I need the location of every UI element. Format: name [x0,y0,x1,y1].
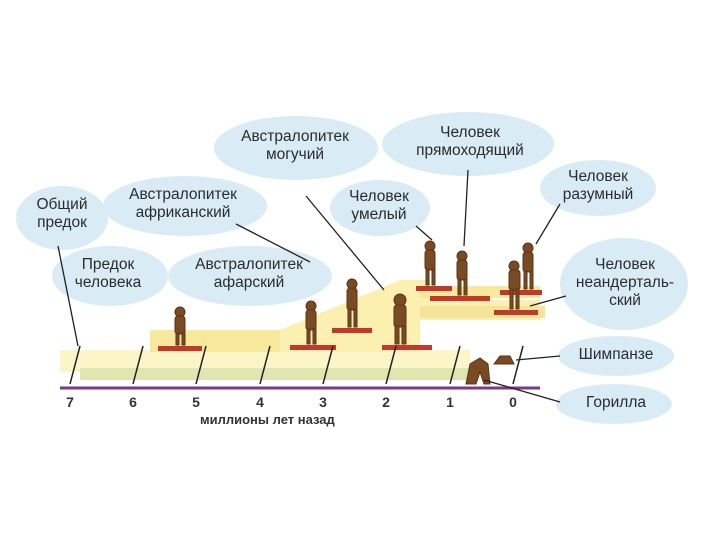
axis-tick-3: 3 [319,394,327,410]
label-neanderthal: Человек неандерталь- ский [575,256,675,309]
time-axis [60,345,540,390]
cloud-common-ancestor [16,186,108,250]
figure-chimpanzee [493,355,515,365]
label-chimpanzee: Шимпанзе [578,346,654,363]
axis-tick-1: 1 [446,394,454,410]
cloud-sapiens [540,160,656,216]
pointer-lines [57,169,567,403]
label-clouds [16,112,688,424]
label-habilis: Человек умелый [349,188,409,223]
platform-sapiens [500,290,542,295]
pointer-chimpanzee [515,355,561,361]
platform-afarensis [290,345,336,350]
axis-label: миллионы лет назад [200,412,335,427]
pointer-erectus [463,169,469,247]
cloud-human-ancestor [52,246,168,306]
label-common-ancestor: Общий предок [36,196,88,231]
cloud-afarensis [168,246,332,306]
axis-slashes [69,345,524,385]
cloud-neanderthal [560,238,688,330]
platform-habilis [416,286,452,291]
cloud-africanus [103,176,267,236]
platform-neanderthal [494,310,538,315]
axis-tick-5: 5 [192,394,200,410]
pointer-robustus [305,195,385,291]
figure-ancestor [174,306,186,346]
hominid-figures [174,240,534,385]
axis-tick-7: 7 [66,394,74,410]
axis-tick-4: 4 [256,394,264,410]
platform-erectus [430,296,490,301]
platforms [158,286,542,351]
cloud-chimpanzee [558,336,674,376]
band-homo [280,280,540,352]
label-gorilla: Горилла [586,394,646,411]
figure-afarensis [305,300,317,345]
pointer-habilis [415,225,433,241]
axis-tick-0: 0 [509,394,517,410]
cloud-habilis [330,180,430,236]
label-africanus: Австралопитек африканский [129,186,237,221]
axis-tick-6: 6 [129,394,137,410]
cloud-erectus [382,112,554,176]
cloud-robustus [214,116,378,180]
pointer-sapiens [535,203,561,245]
figure-gorilla [465,357,491,385]
label-human-ancestor: Предок человека [74,256,142,291]
platform-africanus [332,328,372,333]
figure-erectus [456,250,468,296]
pointer-gorilla [483,379,561,403]
platform-robustus [382,345,432,350]
label-erectus: Человек прямоходящий [416,124,524,159]
figure-sapiens [522,242,534,290]
figure-africanus [346,278,358,328]
axis-tick-2: 2 [382,394,390,410]
pointer-africanus [235,223,311,263]
label-afarensis: Австралопитек афарский [195,256,303,291]
figure-habilis [424,240,436,286]
figure-robustus [393,293,407,345]
band-chimp [80,368,470,380]
pointer-neanderthal [529,295,567,307]
platform-ancestor [158,346,202,351]
label-sapiens: Человек разумный [562,168,634,203]
band-base [60,350,470,372]
pointer-common-ancestor [57,245,79,347]
cloud-gorilla [556,384,672,424]
figure-neanderthal [508,260,521,310]
label-robustus: Австралопитек могучий [241,128,349,163]
